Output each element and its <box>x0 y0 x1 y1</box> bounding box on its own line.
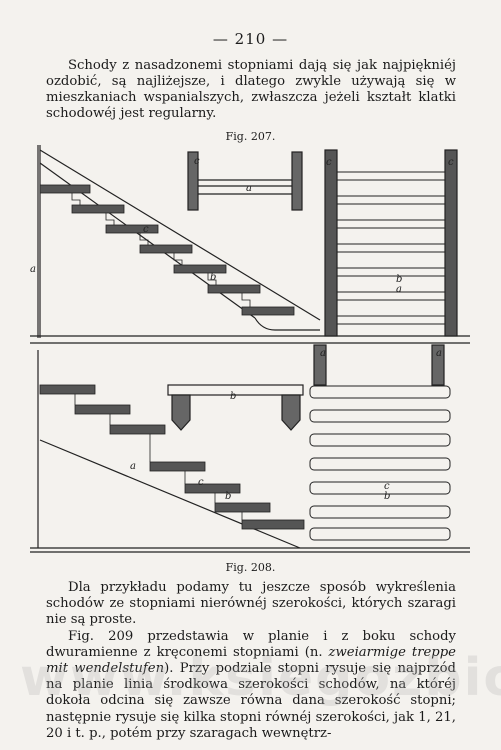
page-number: — 210 — <box>212 30 289 48</box>
fig207-label-a: a <box>246 183 252 194</box>
fig208-label-c-left: c <box>198 477 204 488</box>
fig208-label-a-1: a <box>320 348 326 359</box>
body-text: Dla przykładu podamy tu jeszcze sposób w… <box>46 580 456 742</box>
paragraph-2: Dla przykładu podamy tu jeszcze sposób w… <box>46 580 456 628</box>
fig208-label-b-right: b <box>384 491 390 502</box>
paragraph-3-end: ). Przy podziale stopni rysuje się najpr… <box>46 661 456 741</box>
fig208-label-a-left: a <box>130 461 136 472</box>
fig208-label-b-mid: b <box>230 391 236 402</box>
fig208-label-a-2: a <box>436 348 442 359</box>
german-term: zweiarmige treppe mit wendelstufen <box>46 644 456 677</box>
fig208-steps <box>39 384 305 530</box>
fig208-stringer <box>39 439 301 549</box>
fig207-label-c-right: c <box>326 157 332 168</box>
fig207-label-c: c <box>143 224 149 235</box>
fig208-label-c-right: c <box>384 481 390 492</box>
fig208-label-b-left: b <box>225 491 231 502</box>
paragraph-3: Fig. 209 przedstawia w planie i z boku s… <box>46 629 456 742</box>
stringer-line <box>39 149 321 321</box>
fig207-label-a-right: a <box>396 284 402 295</box>
fig207-label-b: b <box>210 272 216 283</box>
fig207-label-b-right: b <box>396 274 402 285</box>
fig-207-caption: Fig. 207. <box>225 130 276 143</box>
fig207-label-c-right2: c <box>448 157 454 168</box>
fig207-label-a-left: a <box>30 264 36 275</box>
intro-paragraph-text: Schody z nasadzonemi stopniami dają się … <box>46 58 456 121</box>
fig-208-caption: Fig. 208. <box>225 561 276 574</box>
fig207-steps <box>39 184 295 316</box>
intro-paragraph: Schody z nasadzonemi stopniami dają się … <box>46 58 456 122</box>
paragraph-3-start: Fig. 209 przedstawia w planie i z boku s… <box>46 628 456 660</box>
fig207-label-c-mid: c <box>194 156 200 167</box>
